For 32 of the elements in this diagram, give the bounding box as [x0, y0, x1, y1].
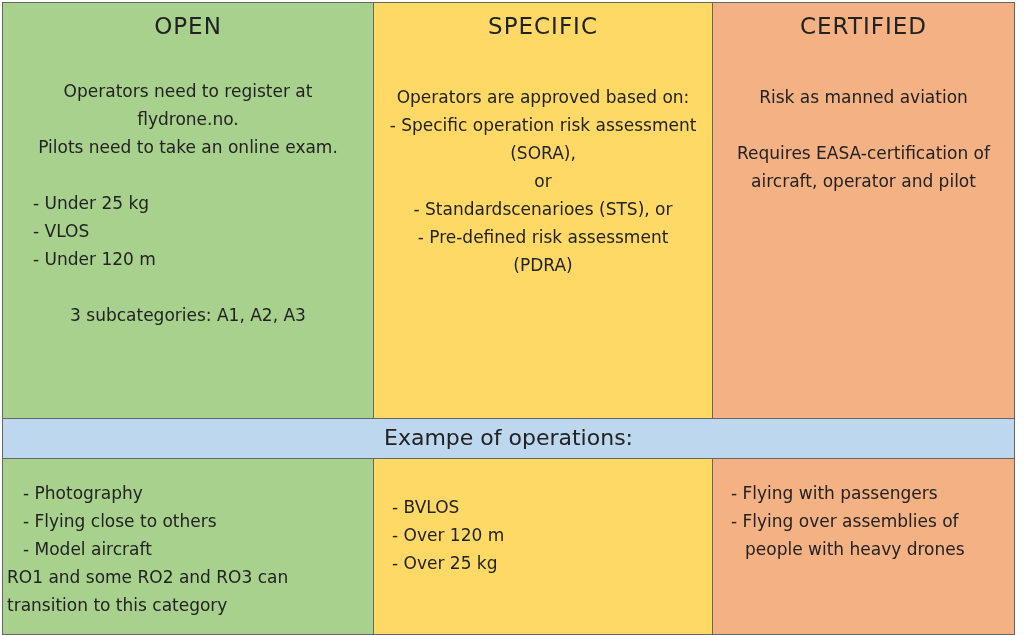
cell-text: Operators need to register at flydrone.no. [62, 80, 314, 131]
cell-text: - BVLOS [392, 496, 461, 519]
category-panel [373, 2, 713, 419]
cell-text: Pilots need to take an online exam. [37, 136, 339, 159]
cell-text: - Under 120 m [33, 248, 157, 271]
cell-text: 3 subcategories: A1, A2, A3 [69, 304, 307, 327]
cell-text: Risk as manned aviation [758, 86, 969, 109]
cell-text: - Photography [23, 482, 144, 505]
cell-text: or [533, 170, 553, 193]
cell-text: - VLOS [33, 220, 91, 243]
cell-text: - Over 120 m [392, 524, 506, 547]
cell-text: RO1 and some RO2 and RO3 can transition to this category [7, 566, 290, 617]
cell-text: - Flying with passengers [731, 482, 939, 505]
cell-text: - Flying close to others [23, 510, 218, 533]
example-panel [373, 458, 713, 635]
cell-text: Operators are approved based on: [395, 86, 691, 109]
cell-text: - Flying over assemblies of people with heavy drones [731, 510, 966, 561]
cell-text: - Standardscenarioes (STS), or [412, 198, 674, 221]
example-panel [2, 458, 374, 635]
category-panel [2, 2, 374, 419]
cell-text: - Pre-defined risk assessment (PDRA) [416, 226, 670, 277]
cell-text: Exampe of operations: [383, 424, 634, 452]
category-panel [712, 2, 1015, 419]
column-heading: SPECIFIC [487, 12, 599, 41]
column-heading: OPEN [153, 12, 223, 41]
cell-text: - Model aircraft [23, 538, 153, 561]
section-band [2, 418, 1015, 459]
cell-text: - Over 25 kg [392, 552, 499, 575]
cell-text: Requires EASA-certification of aircraft, operator and pilot [736, 142, 992, 193]
cell-text: - Under 25 kg [33, 192, 151, 215]
column-heading: CERTIFIED [799, 12, 928, 41]
example-panel [712, 458, 1015, 635]
